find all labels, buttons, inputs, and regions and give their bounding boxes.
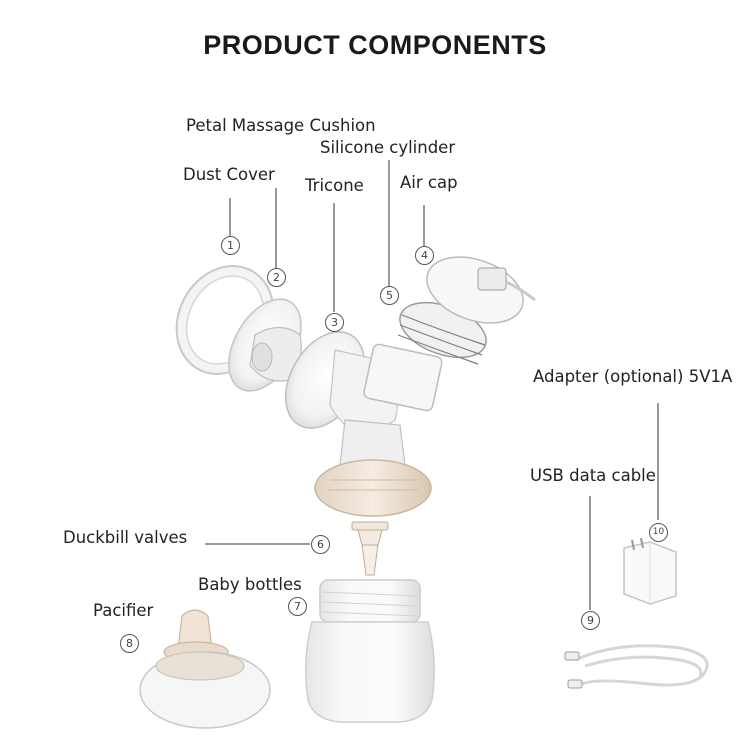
baby-bottle-drawing xyxy=(305,579,435,723)
label-tricone: Tricone xyxy=(305,176,364,195)
number-badge-6: 6 xyxy=(311,535,330,554)
number-badge-8: 8 xyxy=(120,634,139,653)
label-duckbill-valves: Duckbill valves xyxy=(63,528,188,547)
label-silicone-cylinder: Silicone cylinder xyxy=(320,138,456,157)
label-baby-bottles: Baby bottles xyxy=(198,575,302,594)
number-badge-3: 3 xyxy=(325,313,344,332)
page-title: PRODUCT COMPONENTS xyxy=(203,30,547,60)
adapter-drawing xyxy=(623,537,677,605)
number-badge-4: 4 xyxy=(415,246,434,265)
number-badge-7: 7 xyxy=(288,597,307,616)
label-dust-cover: Dust Cover xyxy=(183,165,275,184)
number-badge-5: 5 xyxy=(380,286,399,305)
label-pacifier: Pacifier xyxy=(93,601,154,620)
massage-cushion-drawing xyxy=(228,298,302,392)
number-badge-1: 1 xyxy=(221,236,240,255)
usb-cable-drawing xyxy=(564,644,709,689)
air-cap-drawing xyxy=(426,256,536,324)
tricone-drawing xyxy=(284,331,443,517)
label-usb-data-cable: USB data cable xyxy=(530,466,656,485)
label-adapter: Adapter (optional) 5V1A xyxy=(533,367,733,386)
label-air-cap: Air cap xyxy=(400,173,458,192)
number-badge-9: 9 xyxy=(581,611,600,630)
number-badge-10: 10 xyxy=(649,523,668,542)
leader-lines xyxy=(205,160,659,610)
number-badge-2: 2 xyxy=(267,268,286,287)
duckbill-valve-drawing xyxy=(351,521,389,576)
pacifier-drawing xyxy=(139,609,271,729)
label-petal-massage-cushion: Petal Massage Cushion xyxy=(186,116,376,135)
